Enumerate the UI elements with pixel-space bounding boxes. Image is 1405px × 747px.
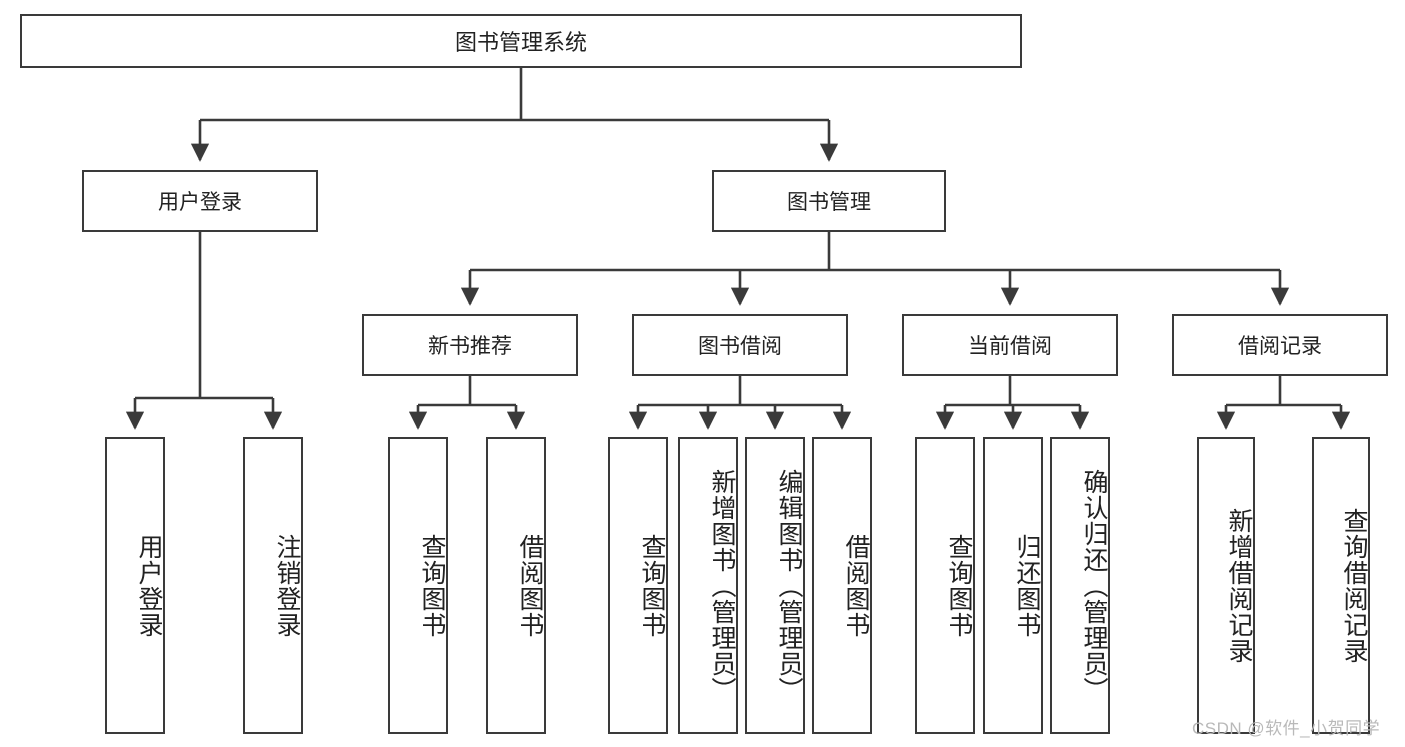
leaf-add-borrow-record[interactable]: 新增借阅记录	[1197, 437, 1255, 734]
leaf-query-books-borrow-label: 查询图书	[638, 533, 666, 638]
leaf-return-books[interactable]: 归还图书	[983, 437, 1043, 734]
leaf-borrow-books-label: 借阅图书	[842, 533, 870, 638]
node-root[interactable]: 图书管理系统	[20, 14, 1022, 68]
leaf-logout-login-label: 注销登录	[273, 533, 301, 638]
node-book-management-label: 图书管理	[787, 191, 871, 214]
node-root-label: 图书管理系统	[454, 30, 587, 55]
leaf-query-borrow-record[interactable]: 查询借阅记录	[1312, 437, 1370, 734]
leaf-add-borrow-record-label: 新增借阅记录	[1225, 507, 1253, 664]
leaf-query-borrow-record-label: 查询借阅记录	[1340, 507, 1368, 664]
leaf-query-books-borrow[interactable]: 查询图书	[608, 437, 668, 734]
node-new-book-recommend[interactable]: 新书推荐	[362, 314, 578, 376]
leaf-query-books-recommend-label: 查询图书	[418, 533, 446, 638]
leaf-borrow-books[interactable]: 借阅图书	[812, 437, 872, 734]
leaf-borrow-books-recommend-label: 借阅图书	[516, 533, 544, 638]
leaf-confirm-return-admin[interactable]: 确认归还（管理员）	[1050, 437, 1110, 734]
node-user-login-label: 用户登录	[158, 191, 242, 214]
leaf-user-login[interactable]: 用户登录	[105, 437, 165, 734]
node-book-borrow[interactable]: 图书借阅	[632, 314, 848, 376]
leaf-add-book-admin-label: 新增图书（管理员）	[708, 468, 736, 703]
node-borrow-record-label: 借阅记录	[1238, 335, 1322, 358]
leaf-confirm-return-admin-label: 确认归还（管理员）	[1080, 468, 1108, 703]
leaf-user-login-label: 用户登录	[135, 533, 163, 638]
node-borrow-record[interactable]: 借阅记录	[1172, 314, 1388, 376]
node-new-book-recommend-label: 新书推荐	[428, 335, 512, 358]
csdn-watermark: CSDN @软件_小贺同学	[1192, 719, 1381, 738]
node-current-borrow[interactable]: 当前借阅	[902, 314, 1118, 376]
node-user-login[interactable]: 用户登录	[82, 170, 318, 232]
leaf-borrow-books-recommend[interactable]: 借阅图书	[486, 437, 546, 734]
leaf-add-book-admin[interactable]: 新增图书（管理员）	[678, 437, 738, 734]
leaf-edit-book-admin-label: 编辑图书（管理员）	[775, 468, 803, 703]
leaf-query-books-current-label: 查询图书	[945, 533, 973, 638]
node-book-management[interactable]: 图书管理	[712, 170, 946, 232]
leaf-query-books-recommend[interactable]: 查询图书	[388, 437, 448, 734]
leaf-query-books-current[interactable]: 查询图书	[915, 437, 975, 734]
node-book-borrow-label: 图书借阅	[698, 335, 782, 358]
node-current-borrow-label: 当前借阅	[968, 335, 1052, 358]
leaf-edit-book-admin[interactable]: 编辑图书（管理员）	[745, 437, 805, 734]
leaf-return-books-label: 归还图书	[1013, 533, 1041, 638]
leaf-logout-login[interactable]: 注销登录	[243, 437, 303, 734]
